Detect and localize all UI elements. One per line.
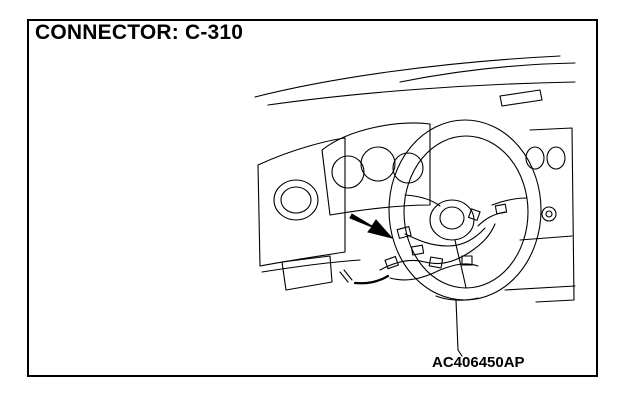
code-leader-line	[457, 349, 463, 357]
connector-f	[384, 255, 399, 270]
dashboard-lower-edge	[261, 259, 361, 273]
harness-main	[379, 223, 496, 271]
hazard-switch-inner	[545, 210, 553, 218]
figure-frame	[27, 19, 598, 377]
connector-a	[410, 244, 425, 256]
steering-spoke-left	[404, 194, 441, 207]
harness-to-body	[353, 274, 390, 285]
dashboard-left-panel	[257, 137, 346, 267]
dashboard-top-edge	[254, 55, 561, 98]
connector-c	[461, 255, 473, 266]
meter-hood	[321, 122, 431, 216]
steering-hub-outer	[429, 199, 475, 241]
dashboard-back-edge	[399, 62, 576, 83]
display-pod	[499, 89, 543, 107]
connector-title: CONNECTOR: C-310	[35, 21, 244, 44]
column-cover	[435, 295, 479, 301]
harness-upper	[404, 227, 486, 247]
left-air-vent-outer	[273, 179, 319, 221]
harness-tie	[339, 269, 353, 283]
center-console	[529, 127, 575, 303]
steering-wheel-rim-outer	[388, 119, 542, 301]
connector-e	[494, 203, 508, 215]
figure-code: AC406450AP	[432, 354, 525, 371]
steering-column	[455, 299, 459, 351]
console-lower-line	[519, 235, 573, 241]
harness-lower	[389, 263, 479, 281]
console-base	[504, 285, 576, 291]
connector-b	[428, 256, 444, 269]
lower-storage-lid	[281, 255, 333, 291]
connector-c-310	[396, 226, 412, 239]
hazard-switch	[541, 206, 557, 222]
steering-spoke-lower	[454, 239, 467, 289]
gauge-left	[331, 155, 365, 189]
steering-hub-inner	[439, 206, 465, 230]
center-vent-left	[525, 146, 545, 170]
harness-branch-right	[477, 211, 506, 227]
gauge-center	[360, 146, 396, 182]
dashboard-crest	[267, 81, 576, 106]
steering-spoke-right	[491, 197, 528, 206]
center-vent-right	[546, 146, 566, 170]
connector-d	[467, 208, 481, 221]
pointer-arrow-icon	[349, 213, 394, 239]
left-air-vent-inner	[280, 186, 312, 214]
